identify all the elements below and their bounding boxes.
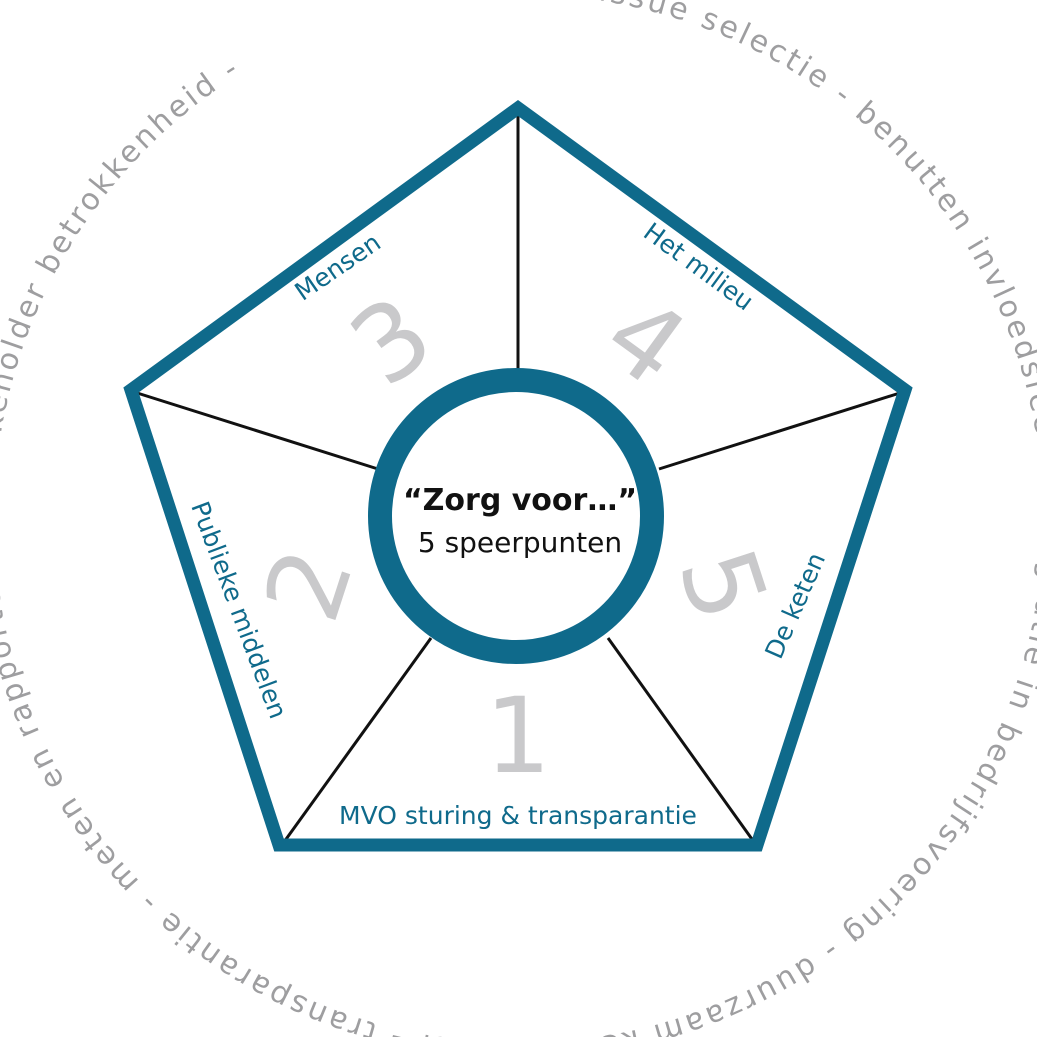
segment-number-2: 2 [241,534,377,635]
segment-number-3: 3 [329,272,454,410]
center-ring [368,368,664,664]
segment-title-1: MVO sturing & transparantie [339,801,697,830]
segment-number-1: 1 [485,675,551,797]
divider-line-left [133,390,379,471]
divider-line-bottom-right [606,637,756,843]
center-title: “Zorg voor…” [403,483,637,518]
segment-number-4: 4 [583,272,708,410]
segment-number-5: 5 [655,534,791,635]
divider-line-right [658,390,904,471]
center-subtitle: 5 speerpunten [418,526,622,559]
pentagon-outline [123,99,913,852]
divider-line-bottom-left [282,637,433,843]
